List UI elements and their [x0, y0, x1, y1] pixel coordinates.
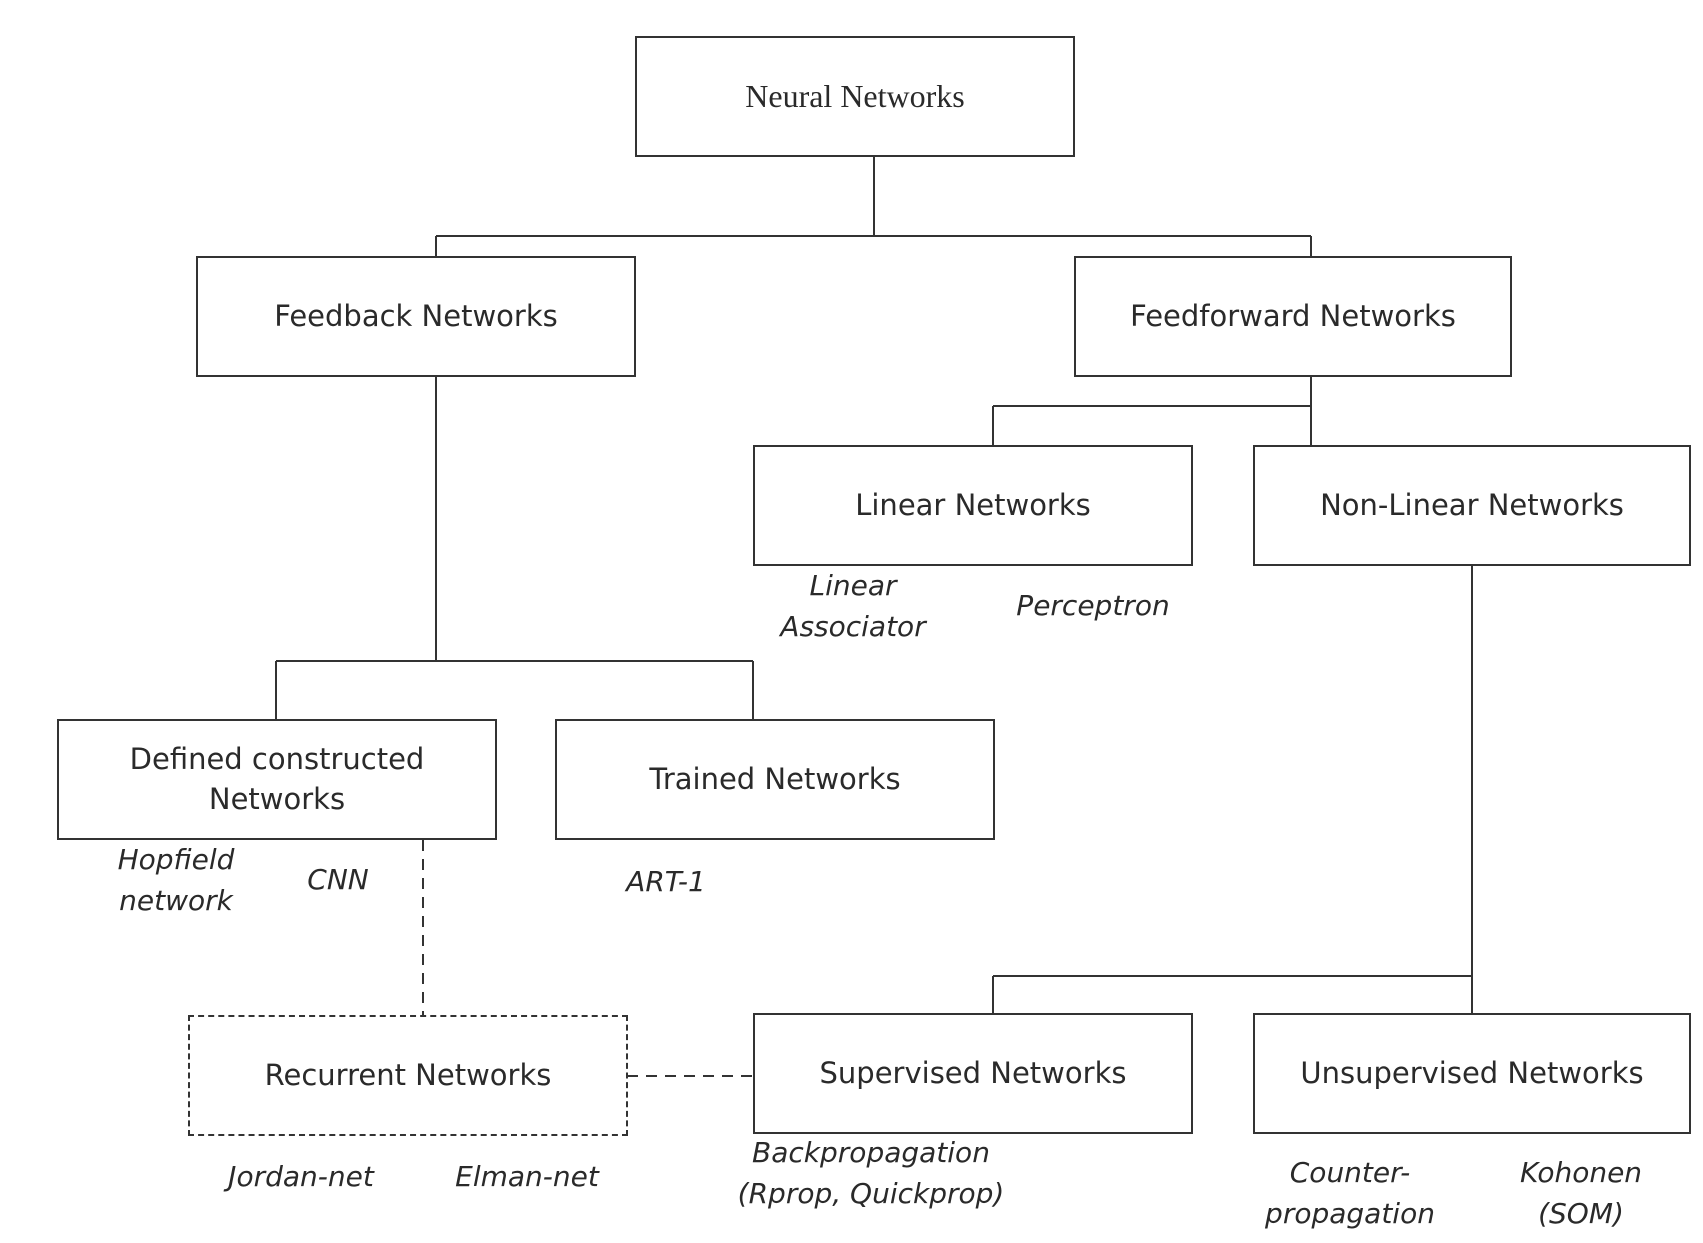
example-linear-associator-line1: Linear	[809, 569, 897, 602]
example-perceptron-label: Perceptron	[1016, 589, 1170, 622]
node-non-linear-networks-label: Non-Linear Networks	[1320, 487, 1624, 522]
example-backprop-line2: (Rprop, Quickprop)	[737, 1176, 1005, 1210]
example-kohonen-som: Kohonen (SOM)	[1520, 1153, 1642, 1234]
example-kohonen-line2: (SOM)	[1538, 1196, 1624, 1230]
example-hopfield-network: Hopfield network	[118, 840, 235, 921]
node-feedback-networks-label: Feedback Networks	[274, 298, 558, 333]
example-hopfield-line1: Hopfield	[117, 843, 235, 876]
example-art-1: ART-1	[626, 862, 706, 903]
node-feedback-networks: Feedback Networks	[196, 256, 636, 377]
node-defined-constructed-networks-label: Defined constructed Networks	[130, 740, 425, 818]
node-recurrent-networks: Recurrent Networks	[188, 1015, 628, 1136]
example-cnn-label: CNN	[307, 863, 369, 896]
example-kohonen-line1: Kohonen	[1519, 1156, 1643, 1189]
node-unsupervised-networks: Unsupervised Networks	[1253, 1013, 1691, 1134]
node-defined-line1: Defined constructed	[129, 742, 425, 777]
node-trained-networks-label: Trained Networks	[649, 761, 901, 796]
node-feedforward-networks-label: Feedforward Networks	[1130, 298, 1456, 333]
example-counter-propagation: Counter- propagation	[1265, 1153, 1435, 1234]
example-hopfield-line2: network	[119, 883, 233, 917]
node-recurrent-networks-label: Recurrent Networks	[264, 1057, 552, 1092]
node-defined-constructed-networks: Defined constructed Networks	[57, 719, 497, 840]
node-defined-line2: Networks	[208, 781, 346, 816]
node-non-linear-networks: Non-Linear Networks	[1253, 445, 1691, 566]
example-elman-net-label: Elman-net	[455, 1160, 599, 1193]
example-backpropagation: Backpropagation (Rprop, Quickprop)	[738, 1133, 1005, 1214]
node-neural-networks: Neural Networks	[635, 36, 1075, 157]
example-cnn: CNN	[307, 860, 368, 901]
example-backprop-line1: Backpropagation	[752, 1136, 990, 1169]
node-linear-networks-label: Linear Networks	[855, 487, 1091, 522]
example-elman-net: Elman-net	[455, 1157, 599, 1198]
example-art-1-label: ART-1	[626, 865, 706, 898]
example-jordan-net-label: Jordan-net	[228, 1160, 374, 1193]
node-neural-networks-label: Neural Networks	[745, 77, 965, 114]
example-jordan-net: Jordan-net	[228, 1157, 374, 1198]
node-unsupervised-networks-label: Unsupervised Networks	[1300, 1055, 1644, 1090]
node-trained-networks: Trained Networks	[555, 719, 995, 840]
node-supervised-networks: Supervised Networks	[753, 1013, 1193, 1134]
example-linear-associator: Linear Associator	[780, 566, 925, 647]
node-supervised-networks-label: Supervised Networks	[819, 1055, 1127, 1090]
example-perceptron: Perceptron	[1016, 586, 1169, 627]
example-counter-line1: Counter-	[1289, 1156, 1411, 1189]
example-counter-line2: propagation	[1265, 1196, 1435, 1230]
example-linear-associator-line2: Associator	[780, 609, 926, 643]
node-linear-networks: Linear Networks	[753, 445, 1193, 566]
node-feedforward-networks: Feedforward Networks	[1074, 256, 1512, 377]
